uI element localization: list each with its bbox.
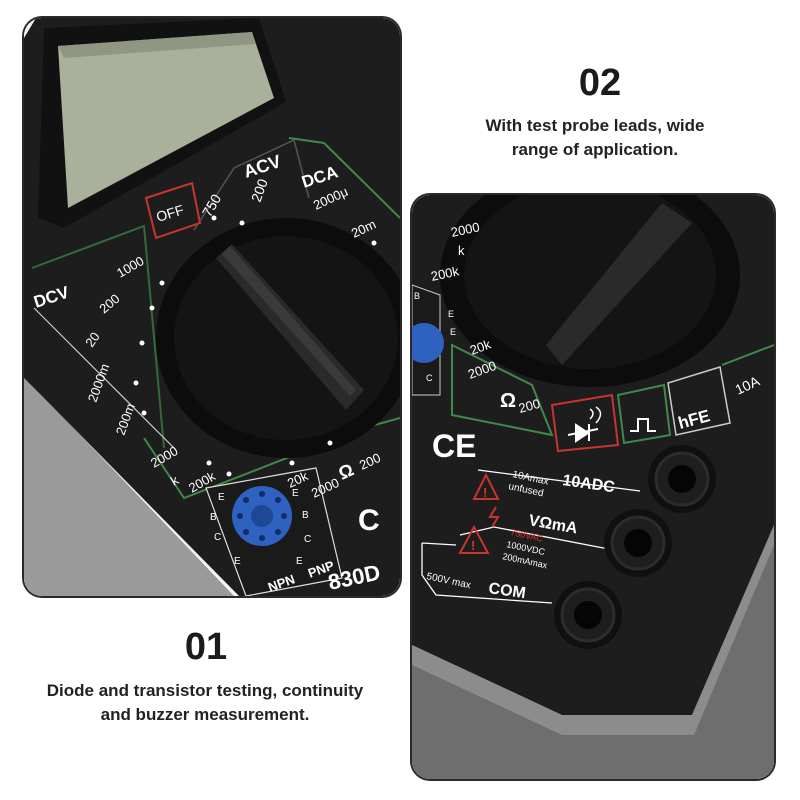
meter-jacks-illustration: ! ! 2000 k 200k 20k 2000 Ω 200 E E B C h… bbox=[412, 195, 774, 779]
pin-label: E bbox=[448, 309, 454, 319]
feature-description-line: With test probe leads, wide bbox=[485, 116, 705, 135]
acv-range-200: 200 bbox=[248, 176, 271, 204]
jack-10a[interactable] bbox=[648, 445, 716, 513]
ohm-range-200: 200 bbox=[517, 396, 542, 416]
feature-description-line: range of application. bbox=[511, 140, 679, 159]
jack-label-com: COM bbox=[487, 580, 526, 602]
feature-description-line: Diode and transistor testing, continuity bbox=[46, 681, 364, 700]
transistor-socket[interactable] bbox=[412, 323, 444, 363]
off-label: OFF bbox=[154, 201, 185, 224]
ohm-range-200k: 200k bbox=[430, 263, 461, 284]
pin-label: E bbox=[292, 488, 299, 499]
jack-com[interactable] bbox=[554, 581, 622, 649]
ce-mark: CE bbox=[432, 428, 476, 464]
pin-label: E bbox=[296, 556, 303, 567]
ohm-range-2000: 2000 bbox=[450, 219, 481, 240]
pin-label: C bbox=[214, 532, 221, 543]
meter-dial-illustration: OFF ACV 750 200 DCA 2000μ 20m DCV 1000 2… bbox=[24, 18, 400, 596]
housing-edge bbox=[24, 378, 234, 596]
pin-label: C bbox=[304, 534, 311, 545]
svg-text:!: ! bbox=[483, 485, 487, 500]
pin-label: B bbox=[302, 510, 309, 521]
ohm-range-k: k bbox=[458, 243, 465, 258]
feature-description-02: With test probe leads, wide range of app… bbox=[440, 114, 750, 162]
feature-number-01: 01 bbox=[184, 626, 228, 668]
lcd-screen bbox=[58, 32, 274, 208]
dcv-range-20: 20 bbox=[82, 329, 103, 349]
pin-label: C bbox=[426, 373, 433, 383]
pin-label: B bbox=[414, 291, 420, 301]
pin-label: E bbox=[234, 556, 241, 567]
pin-label: E bbox=[450, 327, 456, 337]
feature-number-02: 02 bbox=[578, 62, 622, 104]
ohm-range-20k: 20k bbox=[468, 336, 493, 357]
jack-vma[interactable] bbox=[604, 509, 672, 577]
pin-label: B bbox=[210, 512, 217, 523]
ce-mark-fragment: C bbox=[358, 504, 380, 537]
ohm-symbol: Ω bbox=[500, 390, 516, 412]
meter-closeup-jacks: ! ! 2000 k 200k 20k 2000 Ω 200 E E B C h… bbox=[412, 195, 774, 779]
feature-description-01: Diode and transistor testing, continuity… bbox=[0, 679, 410, 727]
svg-text:!: ! bbox=[471, 538, 475, 553]
meter-closeup-dial: OFF ACV 750 200 DCA 2000μ 20m DCV 1000 2… bbox=[24, 18, 400, 596]
pin-label: E bbox=[218, 492, 225, 503]
knob-pointer bbox=[546, 203, 692, 365]
feature-description-line: and buzzer measurement. bbox=[100, 705, 310, 724]
